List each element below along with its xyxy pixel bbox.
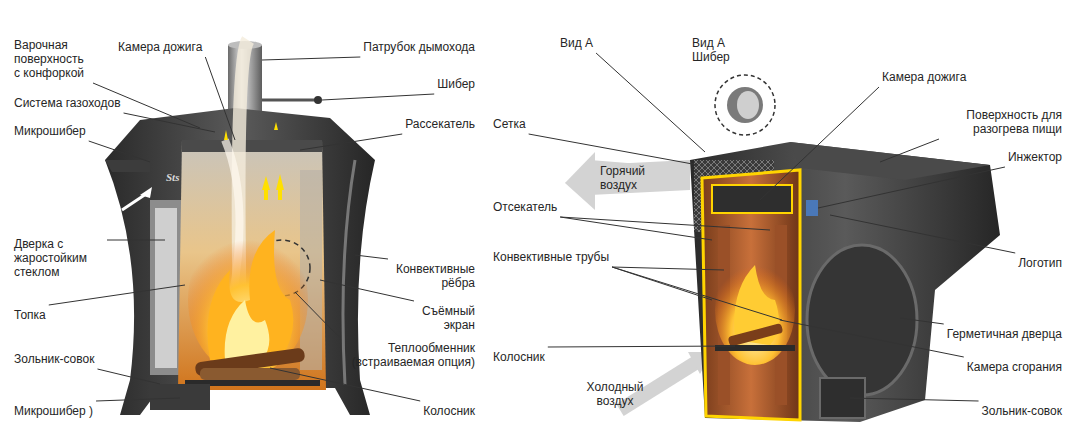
part-label: Герметичная дверца <box>947 327 1062 341</box>
part-label: Вид А <box>560 36 593 50</box>
leader-line <box>300 134 402 150</box>
part-label: Холодный воздух <box>582 380 648 408</box>
leader-line <box>850 398 979 401</box>
logo-text: Sts <box>166 170 179 184</box>
leader-line <box>612 267 724 270</box>
leader-line <box>900 318 944 324</box>
leader-line <box>97 369 160 384</box>
part-label: Съёмный экран <box>417 304 475 332</box>
leader-line <box>596 53 705 152</box>
part-label: Камера сгорания <box>967 360 1062 374</box>
part-label: Система газоходов <box>14 96 121 110</box>
part-label: Микрошибер <box>14 124 86 138</box>
part-label: Логотип <box>1018 256 1062 270</box>
leader-line <box>89 141 150 162</box>
leader-line <box>830 215 1015 253</box>
leader-line <box>295 292 340 338</box>
leader-line <box>560 217 770 230</box>
leader-line <box>107 240 165 241</box>
leader-line <box>612 267 782 320</box>
part-label: Микрошибер ) <box>14 404 93 418</box>
part-label: Колосник <box>493 350 545 364</box>
part-label: Инжектор <box>1008 150 1062 164</box>
leader-line <box>262 57 360 60</box>
part-label: Зольник-совок <box>982 404 1062 418</box>
part-label: Вид А Шибер <box>692 36 738 64</box>
part-label: Конвективные трубы <box>493 250 609 264</box>
leader-line <box>49 285 185 305</box>
leader-line <box>780 320 964 357</box>
leader-line <box>270 368 420 401</box>
part-label: Камера дожига <box>118 40 202 54</box>
part-label: Отсекатель <box>493 200 557 214</box>
part-label: Дверка с жаростойким стеклом <box>14 237 104 279</box>
part-label: Колосник <box>423 404 475 418</box>
leader-line <box>560 217 712 240</box>
leader-line <box>320 280 414 301</box>
leader-line <box>322 94 434 100</box>
part-label: Камера дожига <box>882 70 966 84</box>
part-label: Горячий воздух <box>600 164 662 192</box>
part-label: Теплообменник (встраиваемая опция) <box>343 341 475 369</box>
part-label: Сетка <box>493 117 526 131</box>
leader-line <box>124 113 215 132</box>
leader-line <box>548 346 735 347</box>
leader-line <box>96 398 180 401</box>
leader-line <box>880 139 939 162</box>
part-label: Конвективные рёбра <box>391 262 475 290</box>
leader-line <box>760 87 879 200</box>
part-label: Поверхность для разогрева пищи <box>942 108 1062 136</box>
part-label: Топка <box>14 308 46 322</box>
part-label: Варочная поверхность с конфоркой <box>14 38 90 80</box>
part-label: Шибер <box>437 77 475 91</box>
part-label: Зольник-совок <box>14 352 94 366</box>
leader-line <box>355 255 388 259</box>
part-label: Патрубок дымохода <box>363 40 475 54</box>
leader-line <box>529 134 698 165</box>
part-label: Рассекатель <box>405 117 475 131</box>
leader-line <box>205 57 235 140</box>
leader-line <box>818 167 1005 208</box>
